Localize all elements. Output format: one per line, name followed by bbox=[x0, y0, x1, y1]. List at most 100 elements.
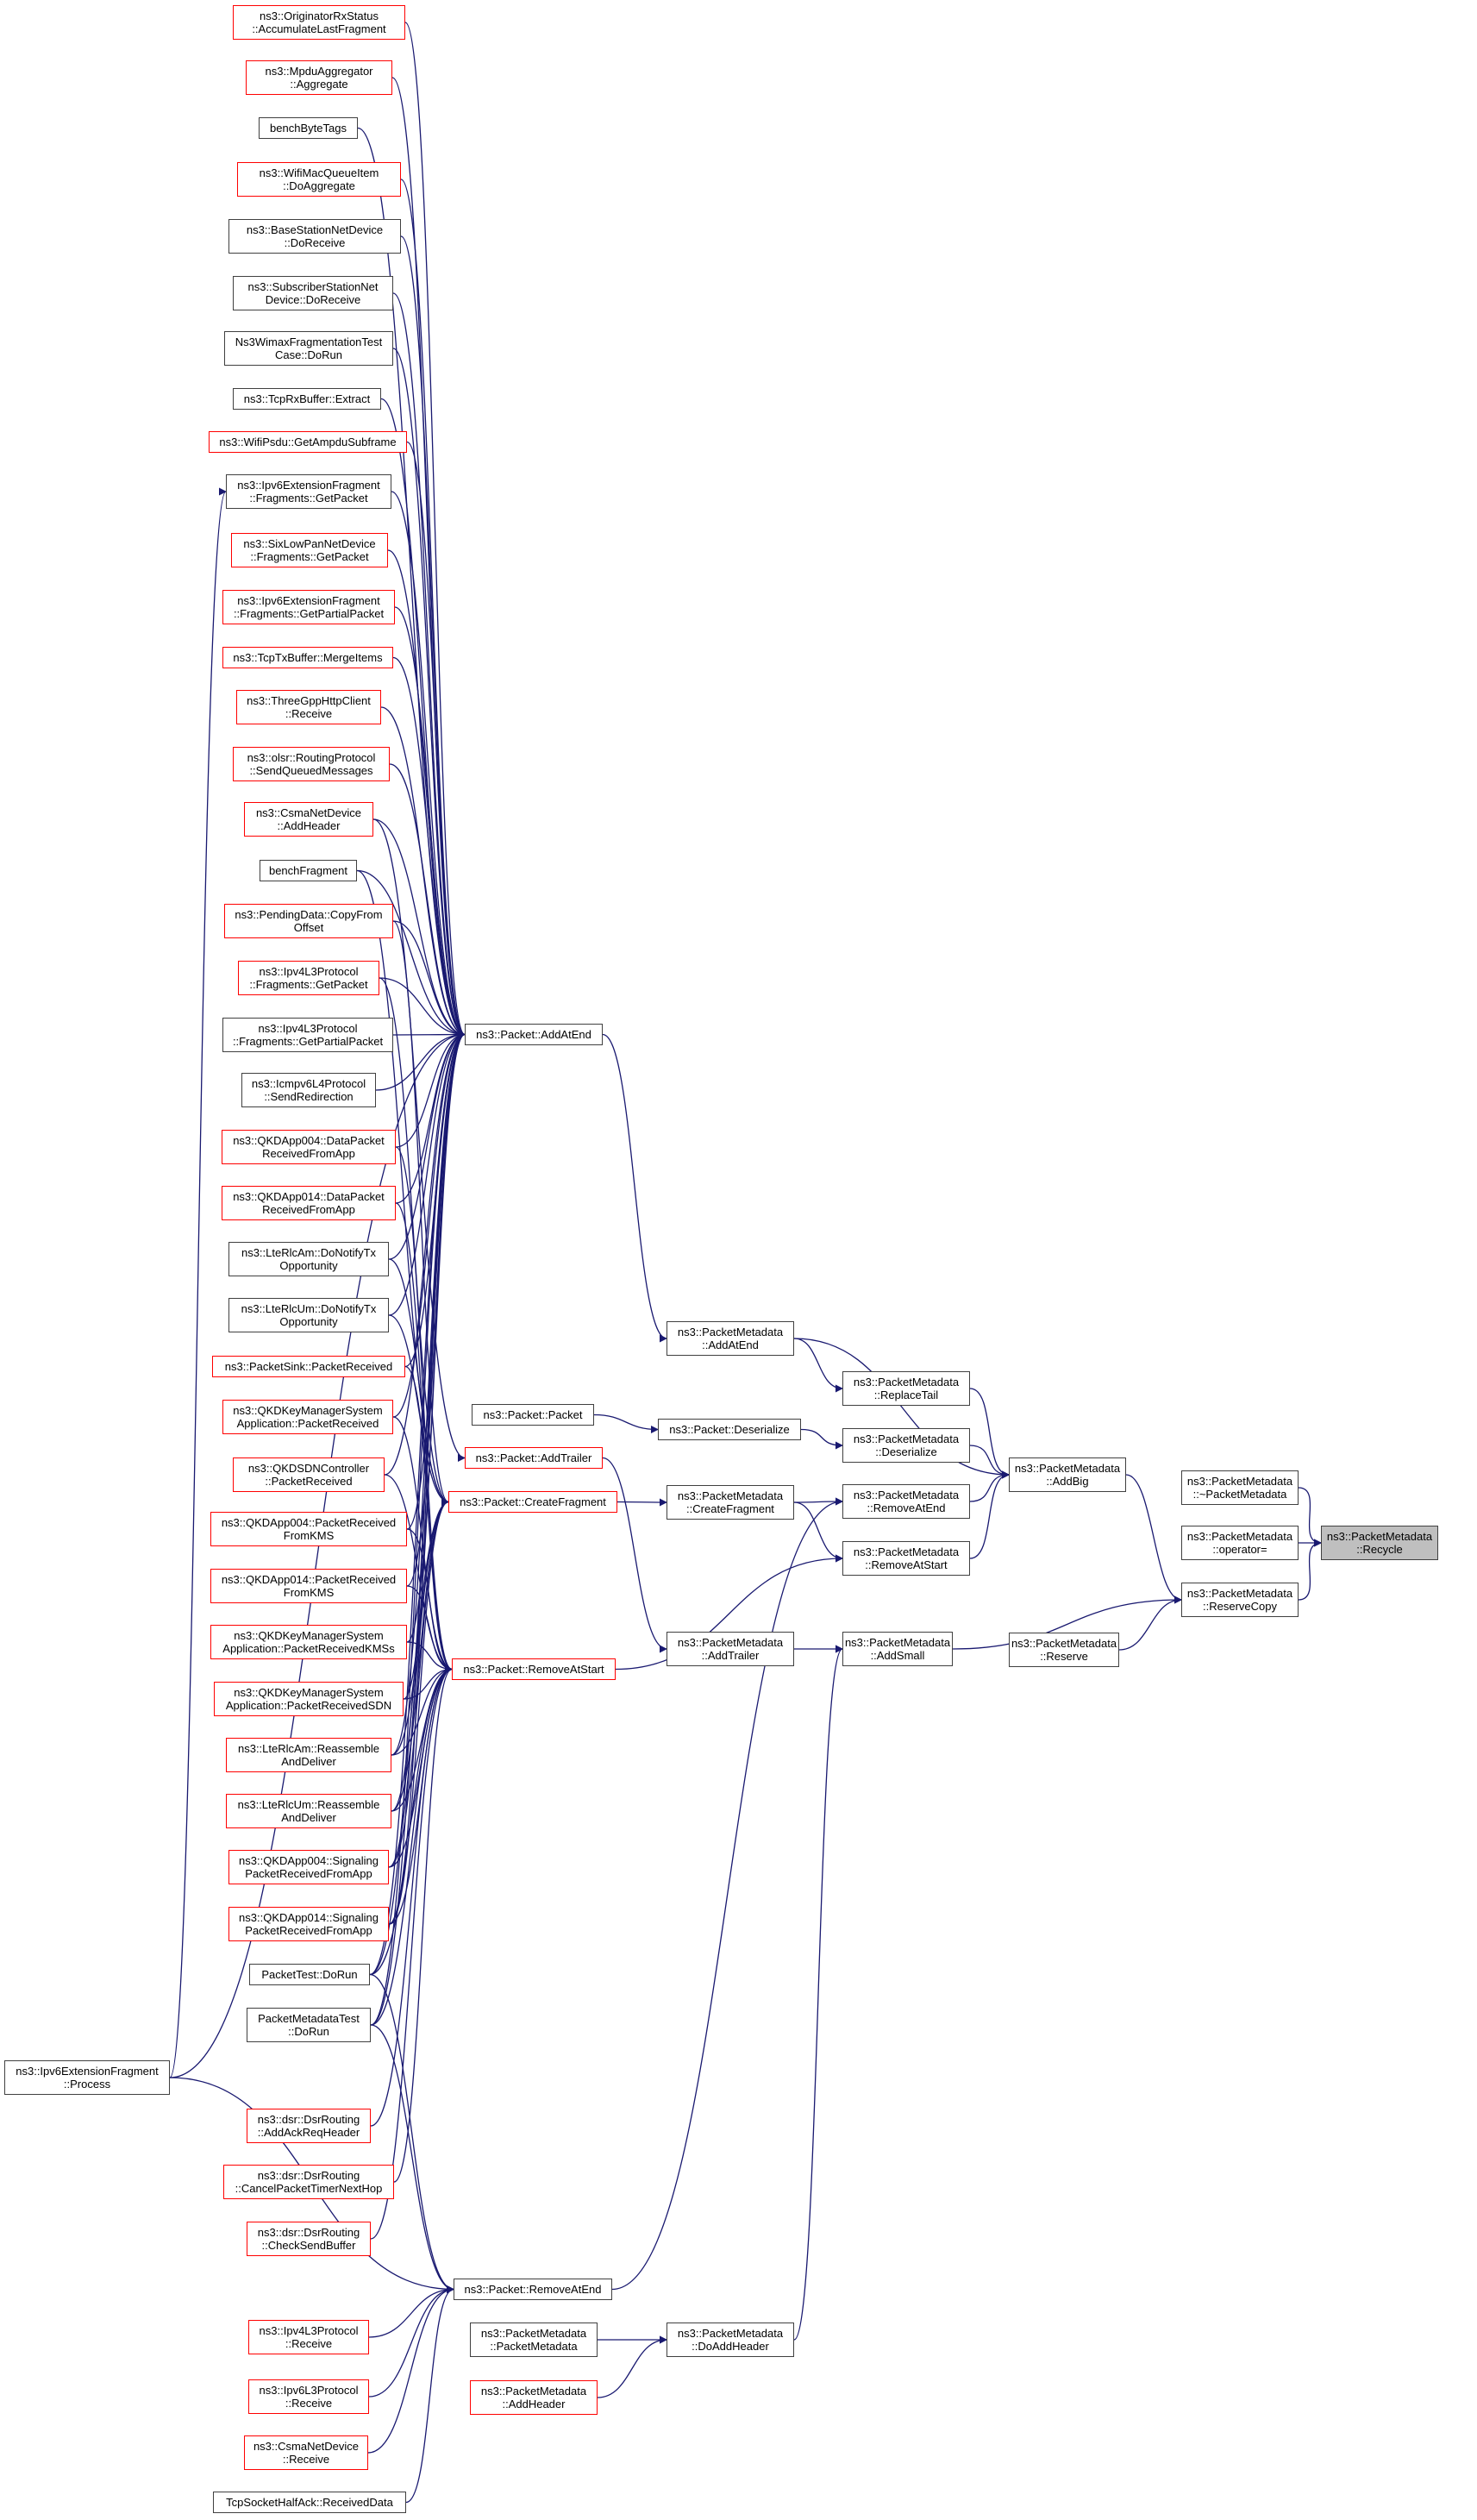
graph-node-p-create-frag[interactable]: ns3::Packet::CreateFragment bbox=[448, 1491, 617, 1513]
graph-node-ipv6-frag-get[interactable]: ns3::Ipv6ExtensionFragment ::Fragments::… bbox=[226, 474, 391, 509]
call-edge bbox=[392, 1030, 466, 1039]
graph-node-lte-um-reasm[interactable]: ns3::LteRlcUm::Reassemble AndDeliver bbox=[226, 1794, 391, 1828]
node-label: ns3::PacketMetadata ::operator= bbox=[1186, 1530, 1293, 1556]
graph-node-tcp-tx-merge[interactable]: ns3::TcpTxBuffer::MergeItems bbox=[222, 647, 393, 668]
graph-node-orig-acc[interactable]: ns3::OriginatorRxStatus ::AccumulateLast… bbox=[233, 5, 405, 40]
node-label: ns3::PendingData::CopyFrom Offset bbox=[235, 908, 383, 934]
graph-node-qkd004-data[interactable]: ns3::QKDApp004::DataPacket ReceivedFromA… bbox=[222, 1130, 396, 1164]
node-label: ns3::LteRlcUm::DoNotifyTx Opportunity bbox=[241, 1302, 377, 1328]
graph-node-p-deserialize[interactable]: ns3::Packet::Deserialize bbox=[658, 1419, 801, 1440]
graph-node-lte-um-notify[interactable]: ns3::LteRlcUm::DoNotifyTx Opportunity bbox=[228, 1298, 389, 1332]
graph-node-lte-am-notify[interactable]: ns3::LteRlcAm::DoNotifyTx Opportunity bbox=[228, 1242, 389, 1276]
node-label: ns3::PacketMetadata ::DoAddHeader bbox=[677, 2327, 784, 2353]
graph-node-pm-do-add-header[interactable]: ns3::PacketMetadata ::DoAddHeader bbox=[667, 2323, 794, 2357]
graph-node-lte-am-reasm[interactable]: ns3::LteRlcAm::Reassemble AndDeliver bbox=[226, 1738, 391, 1772]
graph-node-dsr-ack[interactable]: ns3::dsr::DsrRouting ::AddAckReqHeader bbox=[247, 2109, 371, 2143]
call-edge bbox=[793, 1338, 843, 1393]
graph-node-qkd014-data[interactable]: ns3::QKDApp014::DataPacket ReceivedFromA… bbox=[222, 1186, 396, 1220]
graph-node-dsr-cancel[interactable]: ns3::dsr::DsrRouting ::CancelPacketTimer… bbox=[223, 2165, 394, 2199]
node-label: ns3::PacketMetadata ::PacketMetadata bbox=[480, 2327, 587, 2353]
graph-node-kms-k-m-ss[interactable]: ns3::QKDKeyManagerSystem Application::Pa… bbox=[210, 1625, 407, 1659]
graph-node-ipv6-process[interactable]: ns3::Ipv6ExtensionFragment ::Process bbox=[4, 2060, 170, 2095]
graph-node-three-gpp[interactable]: ns3::ThreeGppHttpClient ::Receive bbox=[236, 690, 381, 724]
graph-node-bench-byte-tags[interactable]: benchByteTags bbox=[259, 117, 358, 139]
graph-node-tcp-rx-extract[interactable]: ns3::TcpRxBuffer::Extract bbox=[233, 388, 381, 410]
call-edge bbox=[392, 292, 466, 1038]
call-edge bbox=[395, 1146, 453, 1673]
graph-node-p-packet[interactable]: ns3::Packet::Packet bbox=[472, 1404, 594, 1426]
graph-node-bench-fragment[interactable]: benchFragment bbox=[260, 860, 357, 881]
call-edge bbox=[368, 2285, 454, 2338]
graph-node-kms-s-d-n[interactable]: ns3::QKDKeyManagerSystem Application::Pa… bbox=[214, 1682, 404, 1716]
graph-node-qkd004-sig[interactable]: ns3::QKDApp004::Signaling PacketReceived… bbox=[228, 1850, 389, 1884]
graph-node-p-remove-at-end[interactable]: ns3::Packet::RemoveAtEnd bbox=[454, 2279, 612, 2300]
graph-node-ipv4-recv[interactable]: ns3::Ipv4L3Protocol ::Receive bbox=[248, 2320, 369, 2354]
graph-node-pm-deserialize[interactable]: ns3::PacketMetadata ::Deserialize bbox=[842, 1428, 970, 1463]
graph-node-pm-remove-at-start[interactable]: ns3::PacketMetadata ::RemoveAtStart bbox=[842, 1541, 970, 1576]
graph-node-p-remove-at-start[interactable]: ns3::Packet::RemoveAtStart bbox=[452, 1658, 616, 1680]
call-edge bbox=[597, 2335, 667, 2398]
node-label: ns3::PacketMetadata ::~PacketMetadata bbox=[1186, 1475, 1293, 1501]
graph-node-pm-create-frag[interactable]: ns3::PacketMetadata ::CreateFragment bbox=[667, 1485, 794, 1520]
node-label: ns3::Ipv6ExtensionFragment ::Process bbox=[16, 2065, 159, 2091]
call-edge bbox=[380, 398, 466, 1038]
graph-node-pm-add-header[interactable]: ns3::PacketMetadata ::AddHeader bbox=[470, 2380, 598, 2415]
graph-node-pm-add-big[interactable]: ns3::PacketMetadata ::AddBig bbox=[1009, 1457, 1126, 1492]
graph-node-ipv4-frag-get[interactable]: ns3::Ipv4L3Protocol ::Fragments::GetPack… bbox=[238, 961, 379, 995]
call-edge bbox=[375, 1030, 466, 1091]
graph-node-qkd004-k-m-s[interactable]: ns3::QKDApp004::PacketReceived FromKMS bbox=[210, 1512, 407, 1546]
call-edge bbox=[379, 977, 466, 1039]
graph-node-mpdu-agg[interactable]: ns3::MpduAggregator ::Aggregate bbox=[246, 60, 392, 95]
graph-node-ipv6-recv[interactable]: ns3::Ipv6L3Protocol ::Receive bbox=[248, 2379, 369, 2414]
graph-node-p-add-trailer[interactable]: ns3::Packet::AddTrailer bbox=[465, 1447, 603, 1469]
graph-node-pm-add-at-end[interactable]: ns3::PacketMetadata ::AddAtEnd bbox=[667, 1321, 794, 1356]
graph-node-tcp-half-ack[interactable]: TcpSocketHalfAck::ReceivedData bbox=[213, 2492, 406, 2513]
graph-node-pm-reserve-copy[interactable]: ns3::PacketMetadata ::ReserveCopy bbox=[1181, 1583, 1299, 1617]
node-label: ns3::QKDKeyManagerSystem Application::Pa… bbox=[225, 1686, 392, 1712]
node-label: ns3::PacketMetadata ::RemoveAtEnd bbox=[853, 1489, 960, 1514]
graph-node-six-low-pan[interactable]: ns3::SixLowPanNetDevice ::Fragments::Get… bbox=[231, 533, 388, 567]
graph-node-qkd014-k-m-s[interactable]: ns3::QKDApp014::PacketReceived FromKMS bbox=[210, 1569, 407, 1603]
graph-node-pm-op-assign[interactable]: ns3::PacketMetadata ::operator= bbox=[1181, 1526, 1299, 1560]
graph-node-ss-do-recv[interactable]: ns3::SubscriberStationNet Device::DoRece… bbox=[233, 276, 393, 310]
call-edge bbox=[372, 818, 466, 1462]
graph-node-qkd014-sig[interactable]: ns3::QKDApp014::Signaling PacketReceived… bbox=[228, 1907, 389, 1941]
graph-node-kms-pkt-recv[interactable]: ns3::QKDKeyManagerSystem Application::Pa… bbox=[222, 1400, 393, 1434]
graph-node-ipv4-frag-partial[interactable]: ns3::Ipv4L3Protocol ::Fragments::GetPart… bbox=[222, 1018, 393, 1052]
graph-node-pm-p-m[interactable]: ns3::PacketMetadata ::PacketMetadata bbox=[470, 2323, 598, 2357]
graph-node-wifi-psdu[interactable]: ns3::WifiPsdu::GetAmpduSubframe bbox=[209, 431, 407, 453]
call-edge bbox=[392, 920, 449, 1506]
graph-node-icmpv6[interactable]: ns3::Icmpv6L4Protocol ::SendRedirection bbox=[241, 1073, 376, 1107]
graph-node-pm-replace-tail[interactable]: ns3::PacketMetadata ::ReplaceTail bbox=[842, 1371, 970, 1406]
graph-node-packet-sink[interactable]: ns3::PacketSink::PacketReceived bbox=[212, 1356, 405, 1377]
graph-node-pm-dtor[interactable]: ns3::PacketMetadata ::~PacketMetadata bbox=[1181, 1470, 1299, 1505]
node-label: ns3::SixLowPanNetDevice ::Fragments::Get… bbox=[243, 537, 376, 563]
node-label: ns3::dsr::DsrRouting ::CancelPacketTimer… bbox=[235, 2169, 383, 2195]
node-label: ns3::PacketMetadata ::AddHeader bbox=[480, 2385, 587, 2410]
graph-node-csma-recv[interactable]: ns3::CsmaNetDevice ::Receive bbox=[244, 2435, 368, 2470]
graph-node-pm-reserve[interactable]: ns3::PacketMetadata ::Reserve bbox=[1009, 1633, 1119, 1667]
graph-node-pm-remove-at-end[interactable]: ns3::PacketMetadata ::RemoveAtEnd bbox=[842, 1484, 970, 1519]
graph-node-pending-data[interactable]: ns3::PendingData::CopyFrom Offset bbox=[224, 904, 393, 938]
graph-node-pm-test[interactable]: PacketMetadataTest ::DoRun bbox=[247, 2008, 371, 2042]
graph-node-ipv6-frag-partial[interactable]: ns3::Ipv6ExtensionFragment ::Fragments::… bbox=[222, 590, 395, 624]
graph-node-dsr-check[interactable]: ns3::dsr::DsrRouting ::CheckSendBuffer bbox=[247, 2222, 371, 2256]
call-edge bbox=[388, 1498, 449, 1925]
graph-node-sdn-ctrl[interactable]: ns3::QKDSDNController ::PacketReceived bbox=[233, 1457, 385, 1492]
call-edge bbox=[1125, 1474, 1182, 1604]
graph-node-bs-do-recv[interactable]: ns3::BaseStationNetDevice ::DoReceive bbox=[228, 219, 401, 254]
node-label: ns3::LteRlcAm::Reassemble AndDeliver bbox=[237, 1742, 379, 1768]
graph-node-wifi-mac-q[interactable]: ns3::WifiMacQueueItem ::DoAggregate bbox=[237, 162, 401, 197]
graph-node-p-add-at-end[interactable]: ns3::Packet::AddAtEnd bbox=[465, 1024, 603, 1045]
graph-node-csma-add-hdr[interactable]: ns3::CsmaNetDevice ::AddHeader bbox=[244, 802, 373, 837]
graph-node-wimax-test[interactable]: Ns3WimaxFragmentationTest Case::DoRun bbox=[224, 331, 393, 366]
graph-node-pm-add-small[interactable]: ns3::PacketMetadata ::AddSmall bbox=[842, 1632, 953, 1666]
graph-node-pm-add-trailer[interactable]: ns3::PacketMetadata ::AddTrailer bbox=[667, 1632, 794, 1666]
call-edge bbox=[169, 487, 227, 2078]
call-edge bbox=[400, 179, 466, 1038]
call-edge bbox=[405, 2285, 454, 2504]
call-edge bbox=[370, 1031, 466, 2026]
node-label: ns3::Ipv6L3Protocol ::Receive bbox=[259, 2384, 359, 2410]
graph-node-olsr[interactable]: ns3::olsr::RoutingProtocol ::SendQueuedM… bbox=[233, 747, 390, 781]
graph-node-packet-test[interactable]: PacketTest::DoRun bbox=[249, 1964, 370, 1985]
